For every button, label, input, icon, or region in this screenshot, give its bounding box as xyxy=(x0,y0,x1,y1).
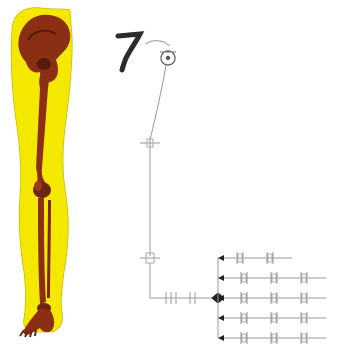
patella xyxy=(34,181,42,191)
marker-seven-shape xyxy=(118,34,140,70)
kinematic-tree xyxy=(140,41,326,344)
root-connector xyxy=(146,41,170,46)
branch-arrow-marker xyxy=(218,275,224,281)
main-chain-lower xyxy=(150,263,216,298)
branch-rows xyxy=(218,252,326,344)
main-chain-upper xyxy=(150,65,166,140)
branch-arrow-marker xyxy=(218,335,224,341)
root-joint xyxy=(160,51,176,65)
leg-anatomy-illustration xyxy=(11,8,72,337)
branch-arrow-marker xyxy=(218,255,224,261)
joint-node xyxy=(140,138,160,148)
marker-glyph: 7 xyxy=(118,34,140,70)
hip-joint xyxy=(37,58,51,70)
branch-arrow-marker xyxy=(218,315,224,321)
